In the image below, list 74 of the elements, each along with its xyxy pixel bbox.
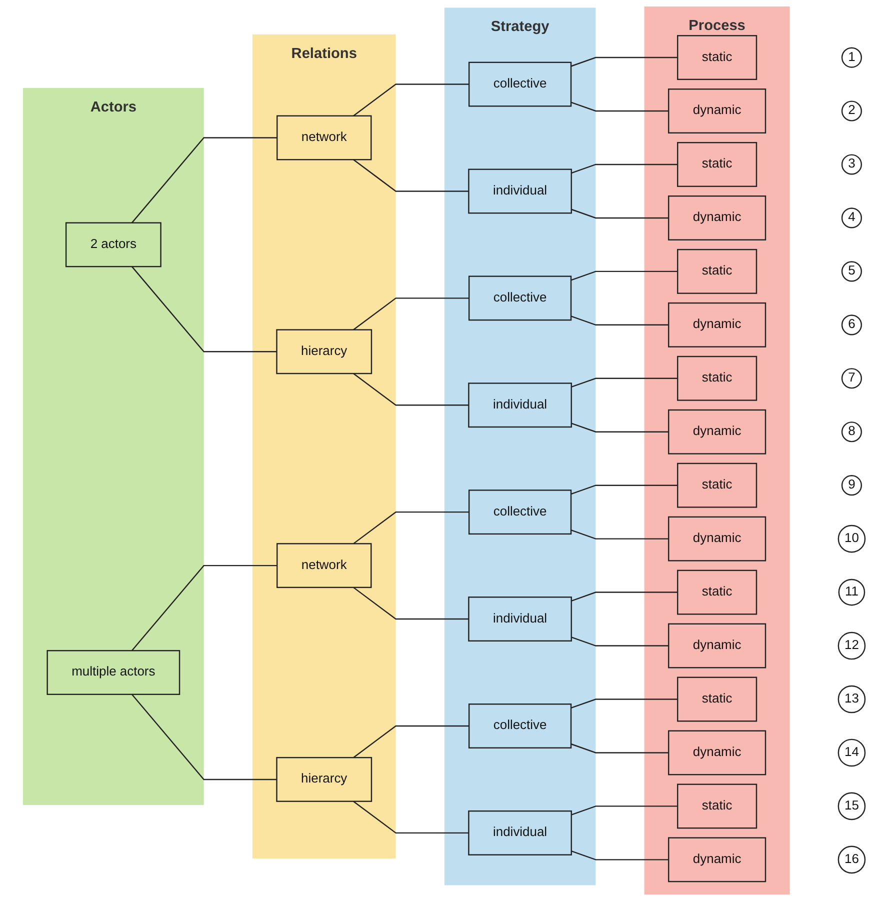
connector bbox=[353, 800, 469, 834]
connector bbox=[571, 636, 669, 646]
node-circle: 11 bbox=[838, 578, 866, 606]
node-box: dynamic bbox=[668, 88, 766, 134]
node-box: network bbox=[276, 543, 372, 588]
node-box: static bbox=[677, 570, 758, 615]
connector bbox=[570, 102, 669, 112]
connector bbox=[353, 511, 470, 544]
connector bbox=[570, 270, 678, 281]
node-box: dynamic bbox=[668, 730, 766, 776]
node-box: collective bbox=[468, 276, 572, 321]
node-box: static bbox=[677, 248, 758, 294]
node-box: dynamic bbox=[668, 302, 766, 348]
node-circle: 15 bbox=[838, 792, 866, 820]
node-circle: 3 bbox=[841, 154, 862, 175]
node-circle: 13 bbox=[838, 685, 866, 714]
node-circle: 5 bbox=[841, 261, 862, 282]
node-box: dynamic bbox=[668, 837, 766, 882]
node-circle: 7 bbox=[841, 368, 862, 389]
node-circle: 16 bbox=[838, 846, 866, 874]
node-box: individual bbox=[468, 596, 572, 642]
node-box: dynamic bbox=[668, 516, 766, 562]
connector bbox=[571, 378, 678, 388]
connector bbox=[570, 530, 669, 540]
connector bbox=[571, 806, 678, 816]
node-box: network bbox=[276, 115, 372, 160]
node-box: multiple actors bbox=[46, 650, 180, 695]
connector bbox=[131, 694, 277, 780]
node-circle: 10 bbox=[838, 524, 866, 553]
node-box: dynamic bbox=[668, 409, 766, 454]
node-box: individual bbox=[468, 810, 572, 856]
connector bbox=[570, 698, 678, 709]
connector bbox=[353, 298, 470, 330]
connector bbox=[570, 743, 669, 754]
node-box: static bbox=[677, 142, 758, 187]
node-circle: 9 bbox=[841, 475, 862, 496]
node-box: individual bbox=[468, 168, 572, 214]
node-circle: 1 bbox=[841, 47, 862, 68]
node-box: collective bbox=[468, 62, 572, 107]
node-box: static bbox=[677, 784, 758, 829]
connector bbox=[571, 592, 678, 602]
connector bbox=[131, 564, 278, 652]
connector bbox=[571, 164, 678, 174]
node-circle: 8 bbox=[841, 422, 862, 442]
node-circle: 4 bbox=[841, 208, 862, 228]
node-circle: 12 bbox=[838, 632, 866, 660]
node-circle: 14 bbox=[838, 738, 866, 767]
connector bbox=[570, 56, 678, 67]
connector bbox=[353, 586, 469, 620]
connector bbox=[353, 373, 469, 406]
connector bbox=[353, 725, 470, 758]
node-circle: 2 bbox=[841, 100, 862, 122]
node-box: static bbox=[677, 462, 758, 508]
node-box: collective bbox=[468, 704, 572, 748]
node-box: individual bbox=[468, 382, 572, 428]
connector bbox=[353, 159, 469, 192]
node-circle: 6 bbox=[841, 314, 862, 336]
connector bbox=[571, 850, 669, 860]
node-box: dynamic bbox=[668, 195, 766, 240]
connector bbox=[131, 137, 278, 224]
node-box: dynamic bbox=[668, 623, 766, 668]
connector bbox=[131, 266, 277, 352]
node-box: static bbox=[677, 356, 758, 401]
node-box: static bbox=[677, 35, 758, 80]
node-box: static bbox=[677, 676, 758, 722]
connector bbox=[571, 422, 669, 432]
connector bbox=[353, 84, 470, 116]
connector bbox=[570, 484, 678, 495]
node-box: hierarcy bbox=[276, 329, 372, 374]
node-box: 2 actors bbox=[65, 222, 162, 268]
connector bbox=[570, 316, 669, 326]
node-box: collective bbox=[468, 490, 572, 535]
connector bbox=[571, 208, 669, 219]
node-box: hierarcy bbox=[276, 756, 372, 802]
